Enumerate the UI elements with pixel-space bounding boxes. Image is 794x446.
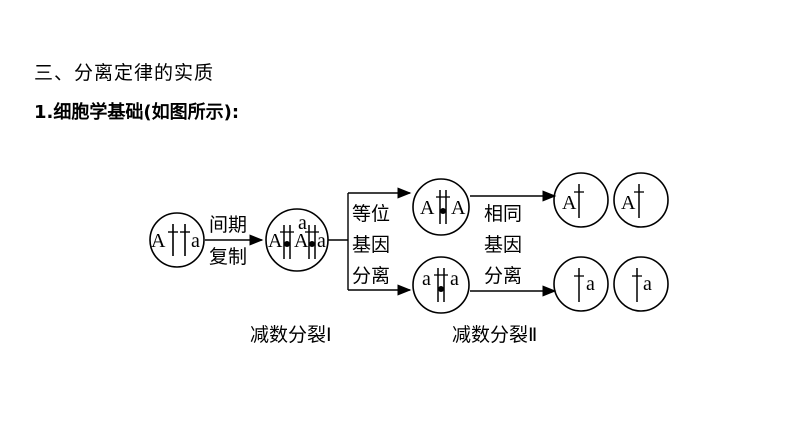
step3-label-line2: 基因 <box>484 234 522 256</box>
step2-label-line3: 分离 <box>352 265 390 287</box>
subsection-heading: 1.细胞学基础(如图所示): <box>34 102 240 123</box>
allele-label-A: A <box>621 192 636 214</box>
step3-label-line3: 分离 <box>484 265 522 287</box>
stage-label-meiosis-1: 减数分裂Ⅰ <box>250 324 332 346</box>
step1-label-line1: 间期 <box>209 214 247 236</box>
allele-label-A: A <box>151 230 166 252</box>
cell-secondary-upper: A A <box>412 178 470 236</box>
allele-label-a: a <box>298 212 307 234</box>
allele-label-a: a <box>317 230 326 252</box>
cell-replicated: A A a a <box>265 208 329 272</box>
gamete-A: A <box>553 172 609 228</box>
allele-label-A: A <box>268 230 283 252</box>
allele-label-a: a <box>191 230 200 252</box>
allele-label-A: A <box>562 192 577 214</box>
gamete-a: a <box>613 256 669 312</box>
chromosome <box>180 224 190 256</box>
sister-chromatids <box>280 225 294 259</box>
gamete-A: A <box>613 172 669 228</box>
allele-label-A: A <box>294 230 309 252</box>
allele-label-A: A <box>420 197 435 219</box>
branch-arrows <box>328 187 412 296</box>
gamete-a: a <box>553 256 609 312</box>
section-heading: 三、分离定律的实质 <box>34 62 215 84</box>
step3-label-line1: 相同 <box>484 203 522 225</box>
stage-label-meiosis-2: 减数分裂Ⅱ <box>452 324 537 346</box>
cell-secondary-lower: a a <box>412 256 470 314</box>
step1-label-line2: 复制 <box>209 246 247 268</box>
sister-chromatids <box>305 225 319 259</box>
allele-label-a: a <box>586 273 595 295</box>
cell-parent: A a <box>149 212 205 268</box>
allele-label-a: a <box>450 268 459 290</box>
allele-label-a: a <box>422 268 431 290</box>
step2-label-line1: 等位 <box>352 203 390 225</box>
allele-label-A: A <box>451 197 466 219</box>
chromosome <box>168 224 178 256</box>
step2-label-line2: 基因 <box>352 234 390 256</box>
allele-label-a: a <box>643 273 652 295</box>
